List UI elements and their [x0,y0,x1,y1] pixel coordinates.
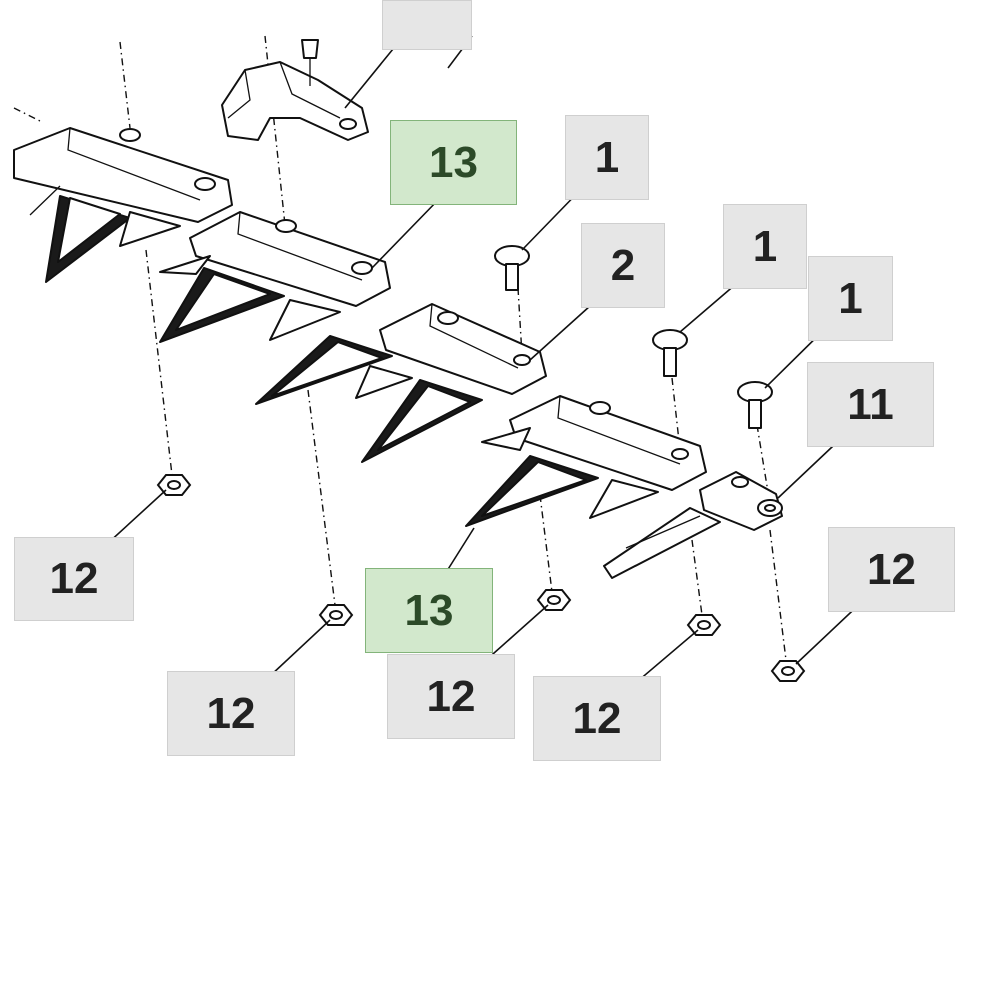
carriage-bolt-1 [494,245,530,291]
carriage-bolt-2 [652,329,688,377]
callout-2[interactable]: 2 [581,223,665,308]
guard-2 [159,211,391,343]
carriage-bolt-3 [737,381,773,429]
callout-12-right[interactable]: 12 [828,527,955,612]
callout-12-c[interactable]: 12 [387,654,515,739]
callout-12-left[interactable]: 12 [14,537,134,621]
hex-nuts [156,474,806,682]
guard-4 [465,395,707,527]
hex-nut-2 [318,604,354,626]
callout-13-upper[interactable]: 13 [390,120,517,205]
callout-12-b[interactable]: 12 [167,671,295,756]
callout-1-carriage-bolt-c[interactable]: 1 [808,256,893,341]
callout-11[interactable]: 11 [807,362,934,447]
guard-1 [13,127,233,283]
callout-1-carriage-bolt-a[interactable]: 1 [565,115,649,200]
end-guard [603,471,783,579]
hex-nut-5 [770,660,806,682]
assembly-center-lines [13,35,787,661]
callout-12-d[interactable]: 12 [533,676,661,761]
cropped-callout-top [382,0,472,50]
callout-13-lower[interactable]: 13 [365,568,493,653]
guard-3 [255,303,547,463]
hex-nut-4 [686,614,722,636]
callout-1-carriage-bolt-b[interactable]: 1 [723,204,807,289]
hold-down-bracket [221,35,473,141]
hex-nut-3 [536,589,572,611]
